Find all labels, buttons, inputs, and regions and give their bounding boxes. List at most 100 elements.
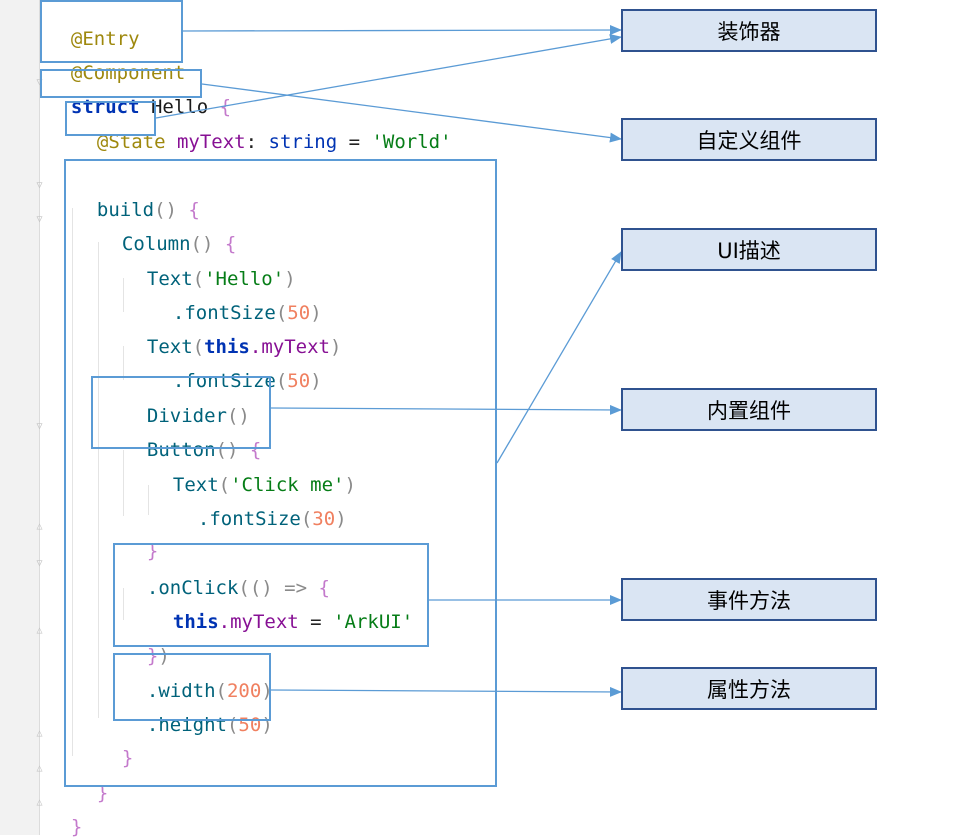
brace: } [96, 782, 109, 804]
component-button: Button [146, 439, 216, 461]
brace: } [146, 645, 159, 667]
code-line-component: @Component [48, 37, 185, 84]
code-line-onclick: .onClick(() => { [124, 552, 330, 599]
string-literal: 'World' [371, 131, 452, 153]
highlight-box-decorators [40, 0, 183, 63]
brace: { [224, 233, 237, 255]
highlight-box-struct [40, 69, 202, 98]
code-line-onclick-end: }) [124, 620, 170, 667]
paren: ( [192, 268, 205, 290]
fold-marker-column[interactable]: ▽ [36, 214, 43, 225]
method-onclick: .onClick [146, 577, 239, 599]
code-line-entry: @Entry [48, 3, 140, 50]
parens: () [215, 439, 250, 461]
type-string: string [268, 131, 338, 153]
paren: ) [261, 714, 273, 736]
property-mytext: .myText [218, 611, 299, 633]
component-column: Column [121, 233, 191, 255]
code-line-column: Column() { [99, 208, 236, 255]
component-text: Text [146, 268, 193, 290]
paren: ( [300, 508, 313, 530]
paren: ) [335, 508, 347, 530]
paren: ) [310, 302, 322, 324]
brace: { [249, 439, 262, 461]
arrow-state-to-label [155, 33, 622, 119]
code-line-build-end: } [74, 757, 108, 804]
keyword-this: this [204, 336, 250, 358]
decorator-entry: @Entry [70, 28, 140, 50]
indent-guide [123, 450, 124, 516]
arrow-builtin-to-label [270, 404, 622, 415]
parens: () [190, 233, 225, 255]
paren: ( [192, 336, 205, 358]
fold-marker-column-end[interactable]: △ [36, 728, 43, 739]
fold-marker-build[interactable]: ▽ [36, 180, 43, 191]
method-fontsize: .fontSize [172, 370, 276, 392]
method-fontsize: .fontSize [172, 302, 276, 324]
fold-marker-onclick-end[interactable]: △ [36, 625, 43, 636]
code-line-struct-end: } [48, 791, 82, 838]
code-line-fontsize-50a: .fontSize(50) [150, 277, 322, 324]
fold-marker-onclick[interactable]: ▽ [36, 558, 43, 569]
component-divider: Divider [146, 405, 227, 427]
code-line-fontsize-30: .fontSize(30) [175, 483, 347, 530]
brace: { [219, 96, 232, 118]
fold-marker-button-end[interactable]: △ [36, 521, 43, 532]
number-literal: 200 [226, 680, 262, 702]
fold-marker-build-end[interactable]: △ [36, 763, 43, 774]
state-variable: myText [165, 131, 246, 153]
number-literal: 50 [287, 302, 311, 324]
indent-guide [148, 485, 149, 515]
method-width: .width [146, 680, 216, 702]
number-literal: 50 [287, 370, 311, 392]
code-line-button: Button() { [124, 414, 261, 461]
editor-gutter [0, 0, 40, 835]
paren: ) [261, 680, 273, 702]
label-attribute-method: 属性方法 [621, 667, 877, 710]
highlight-box-event [113, 543, 429, 647]
code-line-fontsize-50b: .fontSize(50) [150, 345, 322, 392]
brace: { [188, 199, 200, 221]
fold-marker-button[interactable]: ▽ [36, 421, 43, 432]
indent-guide [123, 346, 124, 380]
code-line-assign: this.myText = 'ArkUI' [150, 586, 413, 633]
property-mytext: .myText [249, 336, 330, 358]
brace: } [121, 747, 134, 769]
decorator-component: @Component [70, 62, 186, 84]
function-build: build [96, 199, 155, 221]
code-line-button-end: } [124, 515, 158, 562]
paren: ( [275, 370, 288, 392]
method-fontsize: .fontSize [197, 508, 301, 530]
fold-marker-struct-end[interactable]: △ [36, 797, 43, 808]
code-line-column-end: } [99, 722, 133, 769]
highlight-box-state [65, 101, 156, 136]
string-literal: 'Click me' [230, 474, 345, 496]
code-line-text-mytext: Text(this.myText) [124, 311, 342, 358]
fold-marker-struct[interactable]: ▽ [36, 77, 43, 88]
paren: ) [329, 336, 342, 358]
colon: : [245, 131, 269, 153]
paren: ) [158, 645, 170, 667]
code-line-text-hello: Text('Hello') [124, 243, 296, 290]
indent-guide [72, 208, 73, 756]
label-decorator: 装饰器 [621, 9, 877, 52]
number-literal: 30 [312, 508, 336, 530]
brace: } [146, 540, 159, 562]
indent-guide [123, 278, 124, 312]
label-event-method: 事件方法 [621, 578, 877, 621]
code-line-text-click: Text('Click me') [150, 449, 356, 496]
paren: ( [226, 714, 239, 736]
indent-guide [123, 588, 124, 620]
brace: { [318, 577, 330, 599]
code-line-state: @State myText: string = 'World' [74, 106, 452, 153]
paren: ) [344, 474, 356, 496]
struct-name: Hello [139, 96, 220, 118]
arrow-decorators-to-label [182, 25, 622, 36]
parens: () [154, 199, 189, 221]
label-custom-component: 自定义组件 [621, 118, 877, 161]
arrow-attribute-to-label [270, 686, 622, 697]
label-builtin-component: 内置组件 [621, 388, 877, 431]
highlight-box-build [64, 159, 497, 787]
highlight-box-builtin [91, 376, 271, 449]
